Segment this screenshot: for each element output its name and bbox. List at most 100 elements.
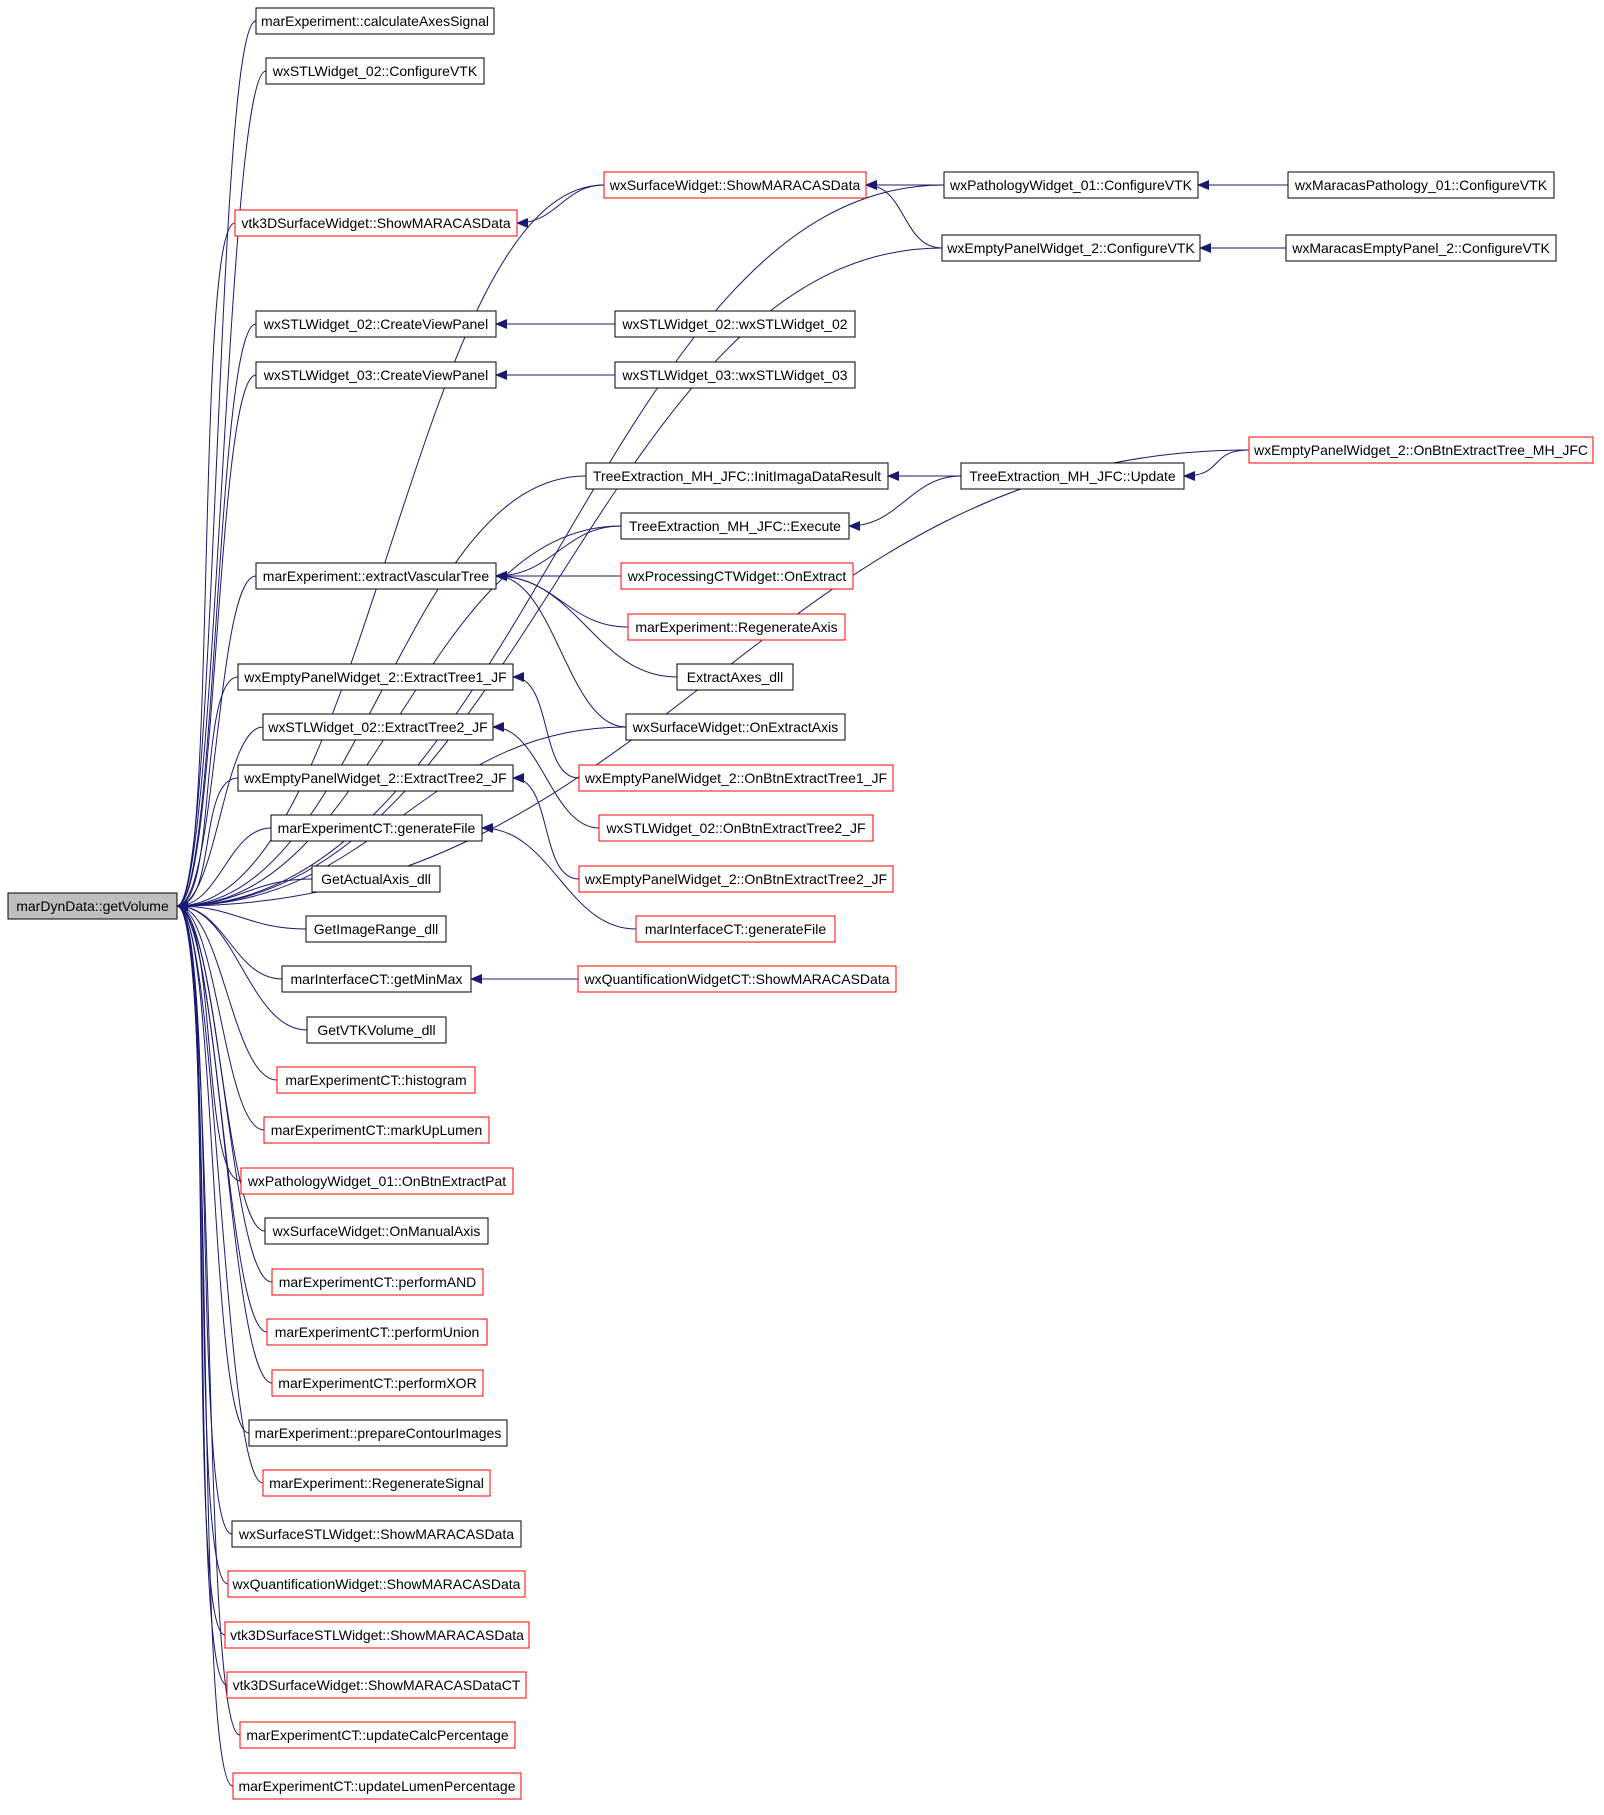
call-edge-n31-to-root xyxy=(176,901,307,930)
caller-node[interactable]: wxSurfaceWidget::OnExtractAxis xyxy=(625,713,846,741)
node-label: marExperimentCT::updateCalcPercentage xyxy=(246,1727,508,1743)
call-edge-n44-to-root xyxy=(176,901,233,1535)
node-label: marInterfaceCT::getMinMax xyxy=(291,971,463,987)
call-edge-n39-to-root xyxy=(176,901,273,1283)
caller-node[interactable]: marExperiment::extractVascularTree xyxy=(255,562,497,590)
node-label: wxEmptyPanelWidget_2::ExtractTree1_JF xyxy=(243,669,506,685)
node-label: GetImageRange_dll xyxy=(314,921,439,937)
node-box xyxy=(598,814,874,842)
node-box xyxy=(248,1419,508,1447)
caller-node[interactable]: wxEmptyPanelWidget_2::ConfigureVTK xyxy=(941,234,1201,262)
caller-node[interactable]: TreeExtraction_MH_JFC::InitImagaDataResu… xyxy=(585,462,889,490)
root-function-node: marDynData::getVolume xyxy=(7,892,178,920)
caller-node[interactable]: GetVTKVolume_dll xyxy=(306,1016,447,1044)
caller-node[interactable]: wxEmptyPanelWidget_2::ExtractTree1_JF xyxy=(237,663,514,691)
caller-node[interactable]: GetActualAxis_dll xyxy=(311,865,441,893)
caller-node[interactable]: wxSTLWidget_02::ExtractTree2_JF xyxy=(262,713,494,741)
caller-node[interactable]: marExperimentCT::updateCalcPercentage xyxy=(239,1721,516,1749)
caller-node[interactable]: wxSTLWidget_03::wxSTLWidget_03 xyxy=(614,361,856,389)
node-box xyxy=(620,512,850,540)
caller-node[interactable]: GetImageRange_dll xyxy=(305,915,447,943)
node-label: marDynData::getVolume xyxy=(16,898,169,914)
node-label: wxMaracasPathology_01::ConfigureVTK xyxy=(1294,177,1548,193)
caller-node[interactable]: wxQuantificationWidget::ShowMARACASData xyxy=(227,1570,526,1598)
caller-node[interactable]: marExperimentCT::generateFile xyxy=(270,814,483,842)
node-box xyxy=(262,1469,491,1497)
caller-node[interactable]: wxEmptyPanelWidget_2::OnBtnExtractTree2_… xyxy=(578,865,894,893)
caller-node[interactable]: vtk3DSurfaceWidget::ShowMARACASData xyxy=(234,209,518,237)
node-box xyxy=(305,915,447,943)
caller-node[interactable]: wxEmptyPanelWidget_2::OnBtnExtractTree1_… xyxy=(578,764,894,792)
caller-node[interactable]: wxQuantificationWidgetCT::ShowMARACASDat… xyxy=(577,965,897,993)
caller-node[interactable]: marInterfaceCT::getMinMax xyxy=(281,965,472,993)
caller-node[interactable]: marInterfaceCT::generateFile xyxy=(635,915,836,943)
node-label: wxProcessingCTWidget::OnExtract xyxy=(627,568,847,584)
node-box xyxy=(578,865,894,893)
caller-node[interactable]: vtk3DSurfaceSTLWidget::ShowMARACASData xyxy=(224,1621,530,1649)
node-box xyxy=(577,965,897,993)
node-label: wxPathologyWidget_01::ConfigureVTK xyxy=(949,177,1193,193)
caller-node[interactable]: wxSTLWidget_02::CreateViewPanel xyxy=(255,310,497,338)
caller-node[interactable]: marExperiment::RegenerateSignal xyxy=(262,1469,491,1497)
node-box xyxy=(578,764,894,792)
node-label: ExtractAxes_dll xyxy=(687,669,783,685)
caller-node[interactable]: wxSurfaceWidget::OnManualAxis xyxy=(264,1217,489,1245)
caller-node[interactable]: ExtractAxes_dll xyxy=(676,663,794,691)
node-box xyxy=(614,361,856,389)
caller-node[interactable]: marExperiment::calculateAxesSignal xyxy=(255,7,495,35)
caller-node[interactable]: TreeExtraction_MH_JFC::Execute xyxy=(620,512,850,540)
caller-node[interactable]: marExperimentCT::performXOR xyxy=(271,1369,484,1397)
caller-node[interactable]: wxPathologyWidget_01::ConfigureVTK xyxy=(943,171,1199,199)
caller-node[interactable]: marExperimentCT::histogram xyxy=(276,1066,476,1094)
node-box xyxy=(237,663,514,691)
node-label: TreeExtraction_MH_JFC::Update xyxy=(969,468,1176,484)
caller-node[interactable]: marExperimentCT::performUnion xyxy=(266,1318,488,1346)
node-label: marExperiment::RegenerateAxis xyxy=(635,619,837,635)
caller-node[interactable]: marExperimentCT::updateLumenPercentage xyxy=(232,1772,522,1800)
node-label: marExperiment::prepareContourImages xyxy=(255,1425,502,1441)
node-label: wxSurfaceWidget::OnExtractAxis xyxy=(632,719,838,735)
caller-node[interactable]: wxProcessingCTWidget::OnExtract xyxy=(620,562,854,590)
caller-node[interactable]: TreeExtraction_MH_JFC::Update xyxy=(960,462,1185,490)
call-edge-n7-to-n3 xyxy=(865,180,943,249)
caller-node[interactable]: vtk3DSurfaceWidget::ShowMARACASDataCT xyxy=(226,1671,527,1699)
caller-node[interactable]: wxMaracasPathology_01::ConfigureVTK xyxy=(1287,171,1555,199)
call-edge-n5-to-root xyxy=(176,184,945,911)
node-label: wxEmptyPanelWidget_2::OnBtnExtractTree_M… xyxy=(1253,442,1588,458)
caller-node[interactable]: wxSurfaceSTLWidget::ShowMARACASData xyxy=(231,1520,522,1548)
node-label: GetActualAxis_dll xyxy=(321,871,431,887)
node-label: marExperimentCT::histogram xyxy=(285,1072,466,1088)
caller-node[interactable]: wxMaracasEmptyPanel_2::ConfigureVTK xyxy=(1285,234,1557,262)
caller-node[interactable]: wxSTLWidget_02::OnBtnExtractTree2_JF xyxy=(598,814,874,842)
node-box xyxy=(306,1016,447,1044)
caller-node[interactable]: wxEmptyPanelWidget_2::ExtractTree2_JF xyxy=(237,764,514,792)
node-label: marExperimentCT::updateLumenPercentage xyxy=(238,1778,515,1794)
node-box xyxy=(603,171,867,199)
call-edge-n22-to-n17 xyxy=(495,571,627,728)
node-label: vtk3DSurfaceWidget::ShowMARACASData xyxy=(241,215,510,231)
caller-node[interactable]: wxSTLWidget_02::wxSTLWidget_02 xyxy=(614,310,856,338)
node-box xyxy=(627,613,846,641)
caller-node[interactable]: marExperiment::RegenerateAxis xyxy=(627,613,846,641)
node-label: wxSTLWidget_03::wxSTLWidget_03 xyxy=(621,367,847,383)
node-label: marExperimentCT::performUnion xyxy=(275,1324,480,1340)
node-label: marExperiment::RegenerateSignal xyxy=(269,1475,484,1491)
caller-node[interactable]: wxEmptyPanelWidget_2::OnBtnExtractTree_M… xyxy=(1248,436,1594,464)
call-edge-n14-to-root xyxy=(176,475,587,911)
caller-node[interactable]: marExperimentCT::markUpLumen xyxy=(263,1116,490,1144)
node-box xyxy=(262,713,494,741)
caller-node[interactable]: wxSTLWidget_03::CreateViewPanel xyxy=(255,361,497,389)
call-edge-n15-to-n16 xyxy=(848,475,962,531)
node-box xyxy=(943,171,1199,199)
caller-node[interactable]: marExperimentCT::performAND xyxy=(271,1268,484,1296)
caller-node[interactable]: wxSTLWidget_02::ConfigureVTK xyxy=(265,57,485,85)
call-edge-n20-to-n17 xyxy=(495,571,678,678)
caller-node[interactable]: marExperiment::prepareContourImages xyxy=(248,1419,508,1447)
node-box xyxy=(620,562,854,590)
node-label: TreeExtraction_MH_JFC::InitImagaDataResu… xyxy=(593,468,881,484)
caller-node[interactable]: wxPathologyWidget_01::OnBtnExtractPat xyxy=(240,1167,514,1195)
node-label: wxSurfaceSTLWidget::ShowMARACASData xyxy=(238,1526,514,1542)
caller-node[interactable]: wxSurfaceWidget::ShowMARACASData xyxy=(603,171,867,199)
call-edge-n46-to-root xyxy=(176,901,226,1636)
node-label: wxEmptyPanelWidget_2::OnBtnExtractTree1_… xyxy=(584,770,887,786)
